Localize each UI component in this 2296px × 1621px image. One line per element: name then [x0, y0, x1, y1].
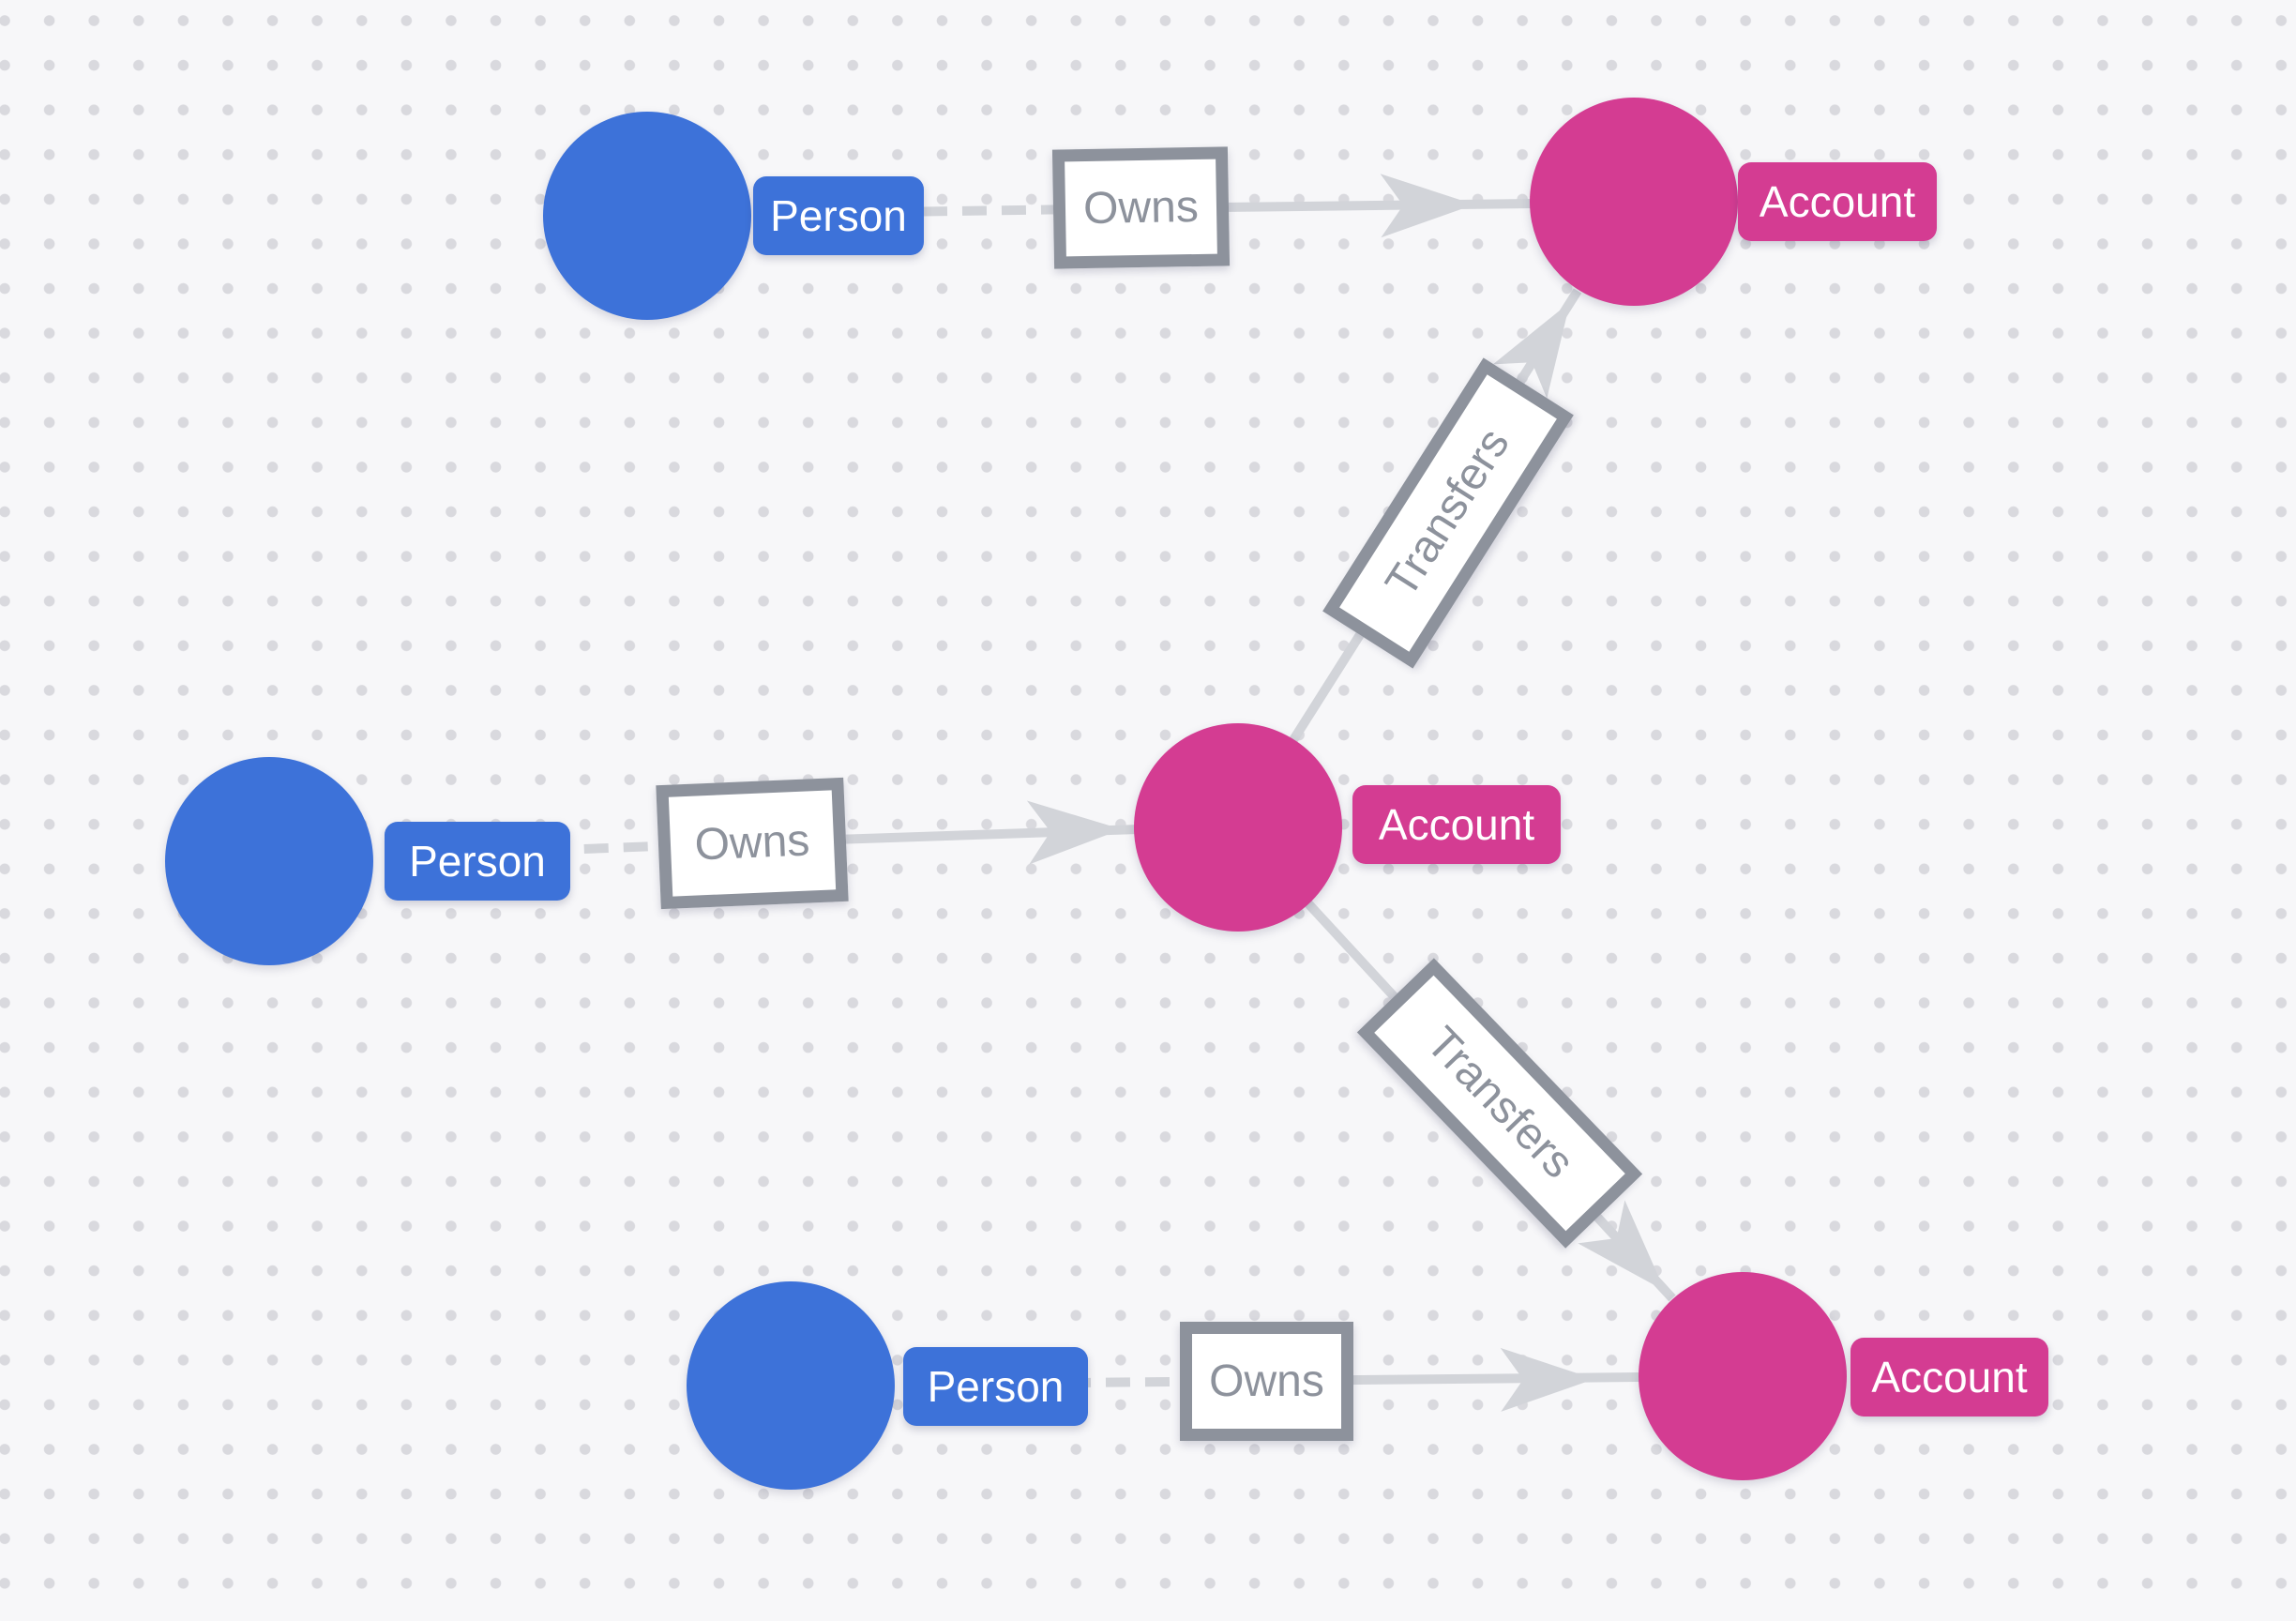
person-node[interactable]: [165, 757, 373, 965]
label-text: Account: [1378, 800, 1535, 849]
label-text: Account: [1871, 1353, 2028, 1401]
arrowhead-icon: [1026, 800, 1122, 865]
account-node[interactable]: [1134, 723, 1342, 932]
relationship-label: Owns: [1209, 1356, 1324, 1406]
owns-relationship-box[interactable]: Owns: [1180, 1322, 1353, 1441]
person-node-label[interactable]: Person: [903, 1347, 1088, 1426]
arrowhead-icon: [1578, 1200, 1665, 1291]
relationship-label: Owns: [1082, 181, 1200, 234]
label-text: Person: [927, 1362, 1065, 1411]
label-text: Person: [409, 837, 546, 886]
arrowhead-icon: [1492, 302, 1570, 399]
account-node-label[interactable]: Account: [1352, 785, 1561, 864]
person-node-label[interactable]: Person: [753, 176, 924, 255]
label-text: Person: [770, 191, 907, 240]
account-node[interactable]: [1530, 98, 1738, 306]
account-node-label[interactable]: Account: [1850, 1338, 2048, 1416]
owns-relationship-box[interactable]: Owns: [656, 777, 849, 910]
person-node[interactable]: [543, 112, 751, 320]
person-node[interactable]: [687, 1281, 895, 1490]
arrowhead-icon: [1380, 174, 1474, 238]
account-node-label[interactable]: Account: [1738, 162, 1937, 241]
arrowhead-icon: [1500, 1347, 1594, 1412]
relationship-label: Owns: [693, 815, 811, 871]
label-text: Account: [1759, 177, 1916, 226]
account-node[interactable]: [1639, 1272, 1847, 1480]
person-node-label[interactable]: Person: [385, 822, 570, 901]
owns-relationship-box[interactable]: Owns: [1051, 146, 1231, 269]
